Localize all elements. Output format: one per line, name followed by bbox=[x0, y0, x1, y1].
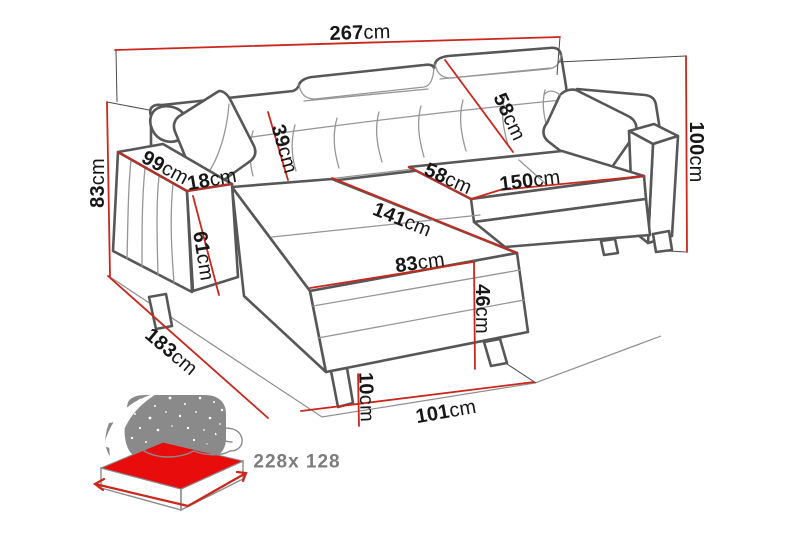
dim-line-armrest-top-width bbox=[186, 183, 233, 192]
dim-line-chaise-front-width bbox=[309, 261, 474, 289]
dim-line-backrest-height-left bbox=[267, 111, 289, 181]
dim-line-armrest-length bbox=[117, 151, 188, 192]
stars bbox=[111, 396, 224, 445]
right-seat-section bbox=[407, 149, 674, 257]
chaise-left-leg bbox=[329, 366, 355, 409]
dim-line-chaise-length bbox=[331, 177, 518, 254]
dim-line-leg-height bbox=[357, 373, 360, 427]
night-sky-sliver bbox=[105, 422, 116, 456]
dim-line-seat-width bbox=[470, 175, 645, 200]
bed-icon bbox=[92, 393, 248, 512]
dim-line-overall-depth bbox=[107, 275, 269, 419]
dim-line-backrest-height-right bbox=[444, 59, 514, 153]
dim-line-overall-height-left bbox=[106, 101, 111, 277]
right-arm-leg bbox=[651, 229, 674, 254]
dim-line-overall-height-right bbox=[685, 55, 688, 253]
dimension-lines bbox=[106, 36, 688, 427]
floor-lines bbox=[109, 276, 662, 418]
right-front-leg bbox=[599, 237, 620, 257]
dim-line-overall-width bbox=[114, 36, 561, 51]
dim-line-armrest-front-height bbox=[192, 195, 220, 296]
bed-dimension-arrows bbox=[92, 470, 248, 508]
dim-line-floor-front-width bbox=[300, 381, 535, 412]
chaise-right-leg bbox=[482, 337, 509, 368]
dim-line-seat-depth bbox=[408, 166, 472, 200]
sofa-backrest bbox=[148, 46, 575, 207]
dim-line-base-height bbox=[473, 261, 476, 370]
extension-lines bbox=[106, 36, 687, 384]
armrest-leg bbox=[147, 292, 174, 331]
night-sky-swoosh bbox=[104, 393, 158, 452]
